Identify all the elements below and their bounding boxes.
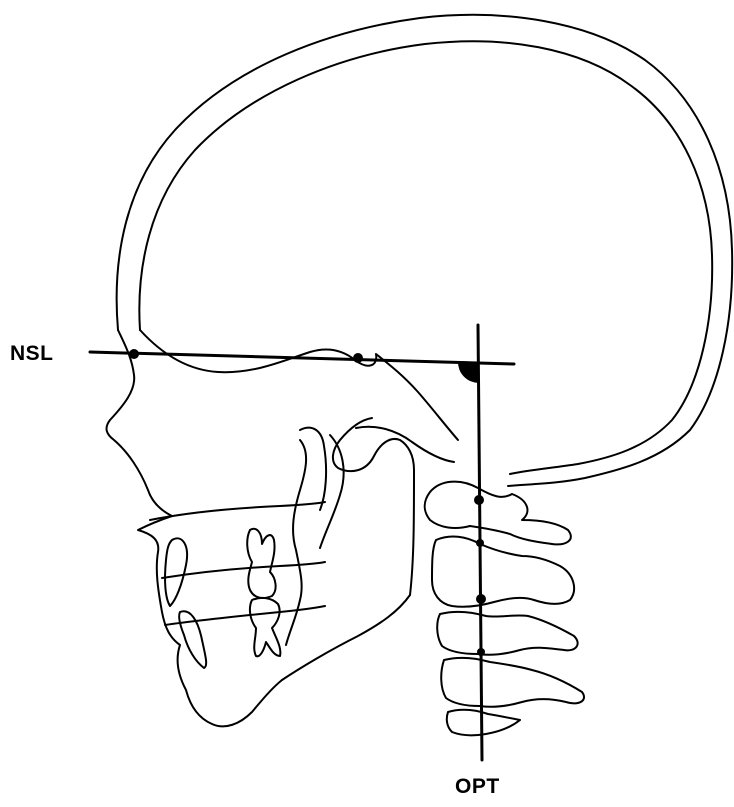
cv-point-2: [476, 539, 484, 547]
opt-label: OPT: [455, 775, 500, 799]
cervical-vertebra-c3: [437, 612, 577, 655]
cv-point-3: [476, 594, 486, 604]
nsl-label: NSL: [10, 342, 54, 366]
upper-incisor: [165, 538, 187, 606]
cv-point-4: [477, 648, 485, 656]
cervical-vertebra-c2: [432, 537, 574, 607]
ramus-inner-outline: [320, 435, 344, 548]
posterior-tooth-outline: [300, 428, 326, 510]
cv-point-1: [474, 495, 484, 505]
angle-marker: [458, 361, 479, 383]
cervical-vertebra-c4: [441, 658, 584, 707]
sella-point: [353, 353, 363, 363]
palate-outline: [150, 502, 325, 520]
occlusal-line-lower: [165, 606, 325, 625]
cranial-base-outline: [140, 330, 458, 440]
maxilla-outline: [286, 440, 306, 645]
cranium-outer-outline: [117, 15, 733, 486]
cervical-vertebra-c1: [425, 482, 571, 545]
cranium-inner-outline: [139, 41, 712, 474]
cervical-vertebra-c5: [447, 710, 520, 735]
nasion-point: [129, 349, 139, 359]
lower-molar: [250, 598, 280, 656]
mandible-outline: [282, 418, 414, 680]
upper-molar: [247, 529, 275, 598]
